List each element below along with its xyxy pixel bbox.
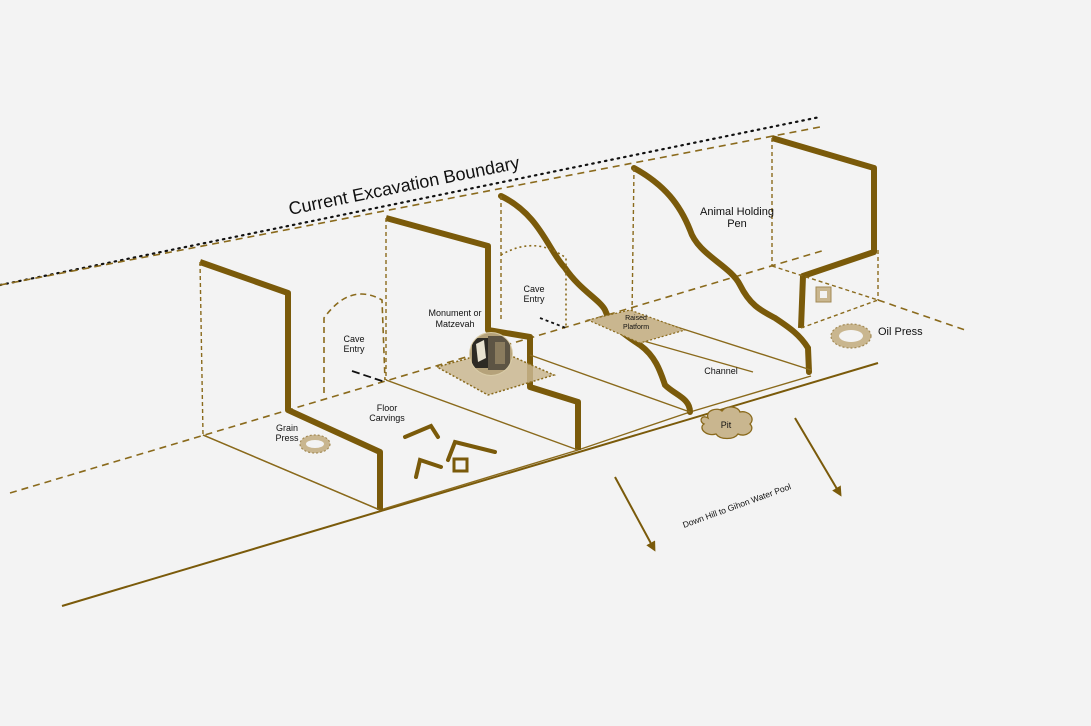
room-5 bbox=[771, 135, 879, 329]
arrow-down-right-icon bbox=[614, 476, 656, 552]
raised-platform-label-l2: Platform bbox=[623, 324, 649, 331]
floor-carvings-label-l2: Carvings bbox=[369, 413, 405, 423]
grain-press-label-l1: Grain bbox=[276, 423, 298, 433]
cave-entry-2-label-l2: Entry bbox=[523, 294, 545, 304]
monument-label-l1: Monument or bbox=[428, 308, 481, 318]
boundary-dotted-line bbox=[0, 115, 822, 287]
floor-carvings bbox=[403, 423, 497, 479]
standing-stone-photo-icon bbox=[469, 332, 513, 376]
animal-pen-label-l2: Pen bbox=[727, 218, 747, 230]
cave-entry-1-label-l2: Entry bbox=[343, 344, 365, 354]
cloud-shape-icon bbox=[700, 406, 753, 440]
pit-label: Pit bbox=[721, 420, 732, 430]
raised-platform bbox=[586, 309, 687, 344]
cave-entry-1-arch bbox=[323, 293, 386, 393]
room-4 bbox=[631, 165, 812, 375]
floor-front-line bbox=[61, 362, 879, 607]
grain-press-label-l2: Press bbox=[275, 433, 299, 443]
right-dashed-line bbox=[877, 299, 966, 331]
floor-carvings-label-l1: Floor bbox=[377, 403, 398, 413]
cave-entry-1-label-l1: Cave bbox=[343, 334, 364, 344]
cave-entry-2-label-l1: Cave bbox=[523, 284, 544, 294]
back-dashed-line-lower bbox=[0, 128, 820, 296]
floor-back-line bbox=[202, 375, 812, 511]
raised-platform-label-l1: Raised bbox=[625, 315, 647, 322]
monument-label-l2: Matzevah bbox=[435, 319, 474, 329]
room-2 bbox=[385, 215, 581, 451]
oil-press-label: Oil Press bbox=[878, 326, 923, 338]
room-1 bbox=[199, 259, 386, 511]
arrow-down-right-icon bbox=[794, 417, 842, 497]
ring-press-icon bbox=[830, 323, 872, 349]
front-dashed-line bbox=[9, 249, 826, 494]
animal-pen-label-l1: Animal Holding bbox=[700, 206, 774, 218]
monument-platform bbox=[435, 332, 557, 396]
back-dashed-line bbox=[0, 126, 821, 286]
ring-press-icon bbox=[299, 434, 331, 454]
downhill-label: Down Hill to Gihon Water Pool bbox=[681, 481, 792, 530]
channel-label: Channel bbox=[704, 366, 738, 376]
pit bbox=[700, 406, 753, 440]
